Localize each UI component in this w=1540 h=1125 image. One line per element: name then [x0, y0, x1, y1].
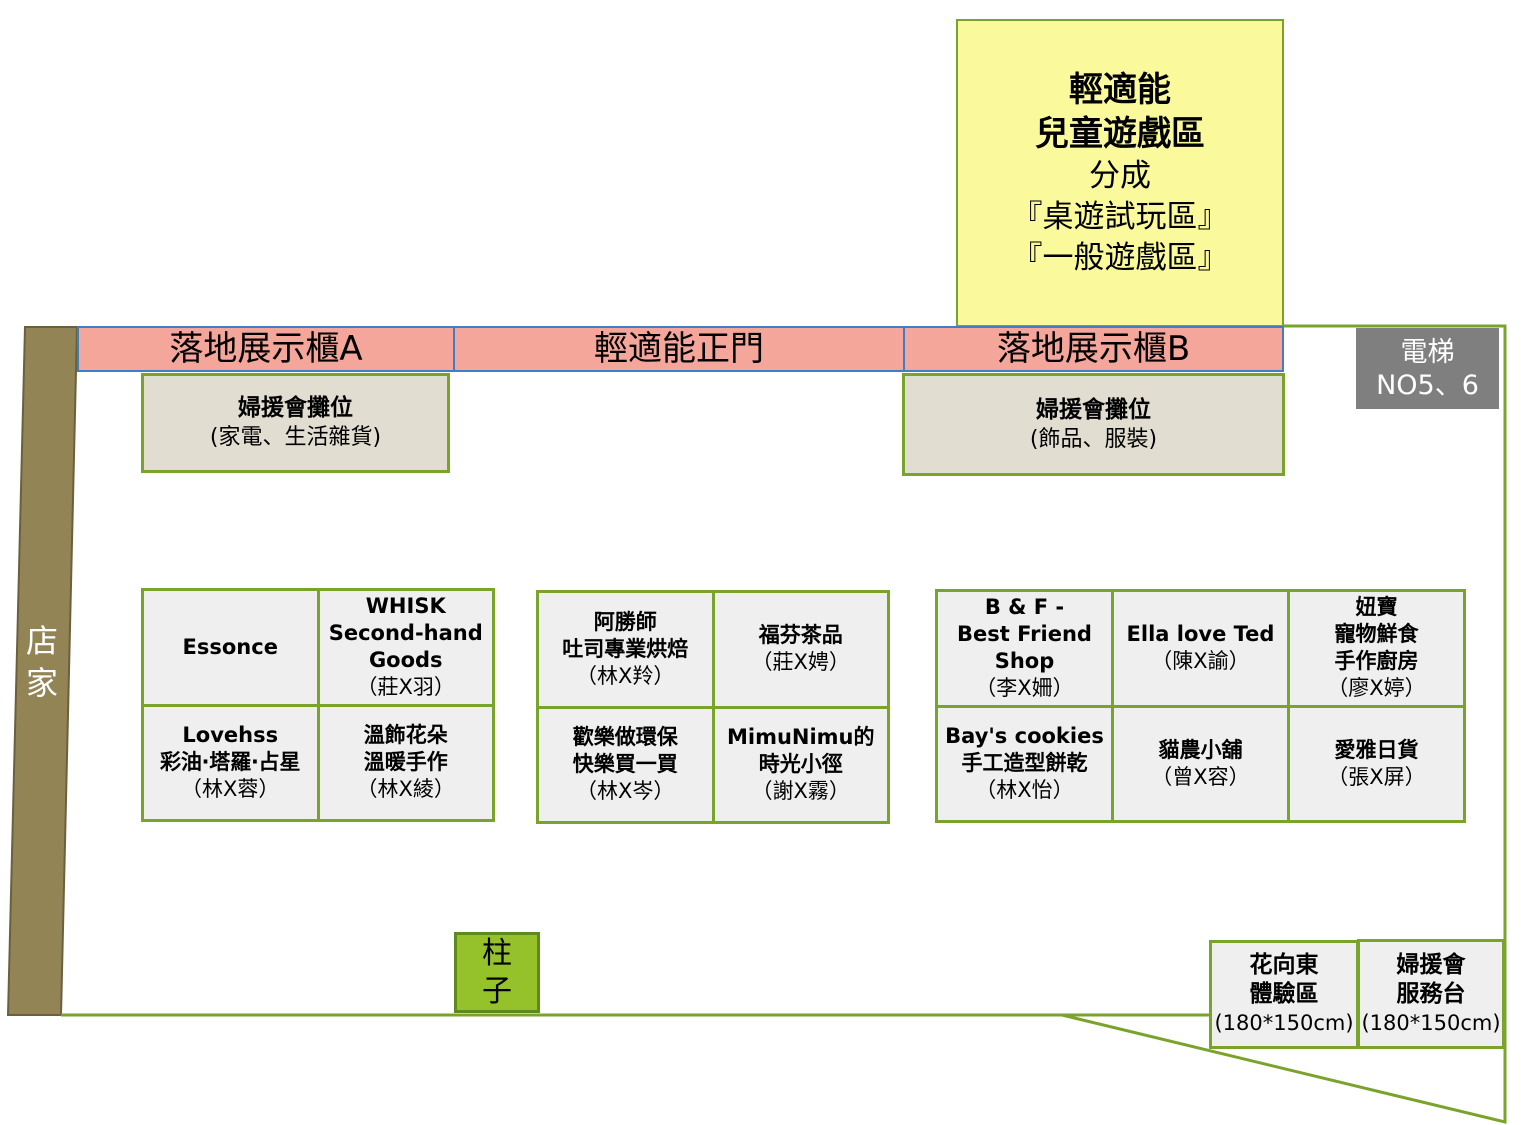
vendor-owner: （莊X娉） — [751, 650, 850, 675]
vendor-grid-middle: 阿勝師吐司專業烘焙（林X羚）福芬茶品（莊X娉）歡樂做環保快樂買一買（林X岑）Mi… — [536, 590, 890, 824]
display-cabinet-a-label: 落地展示櫃A — [169, 329, 363, 369]
vendor-booth: MimuNimu的時光小徑（謝X霧） — [714, 708, 887, 821]
store-label: 店 家 — [18, 620, 66, 704]
vendor-owner: （廖X婷） — [1327, 676, 1426, 701]
vendor-name: Bay's cookies — [945, 724, 1104, 749]
vendor-owner: （林X怡） — [975, 778, 1074, 803]
women-booth-appliances: 婦援會攤位 (家電、生活雜貨) — [141, 373, 450, 473]
booth-subtitle: (飾品、服裝) — [1029, 426, 1158, 452]
floor-boundary — [61, 324, 1507, 1124]
vendor-name: 彩油‧塔羅‧占星 — [159, 750, 301, 775]
vendor-name: Lovehss — [182, 723, 279, 748]
vendor-owner: （林X羚） — [576, 663, 675, 688]
vendor-name: 手作廚房 — [1334, 649, 1419, 674]
store-label-char2: 家 — [25, 664, 58, 702]
kids-zone-subtitle: 兒童遊戲區 — [1035, 113, 1205, 154]
vendor-booth: 阿勝師吐司專業烘焙（林X羚） — [539, 593, 712, 706]
vendor-booth: Essonce — [144, 591, 317, 704]
kids-zone-divided: 分成 — [1089, 157, 1151, 194]
vendor-booth: 妞寶寵物鮮食手作廚房（廖X婷） — [1290, 592, 1463, 705]
vendor-booth: 貓農小舖（曾X容） — [1114, 707, 1287, 820]
booth-title: 婦援會攤位 — [1036, 396, 1151, 423]
vendor-name: 時光小徑 — [758, 752, 843, 777]
store-label-char1: 店 — [25, 622, 58, 660]
vendor-owner: （謝X霧） — [751, 779, 850, 804]
vendor-name: MimuNimu的 — [726, 725, 875, 750]
vendor-name: 溫飾花朵 — [363, 723, 448, 748]
elevator-label: 電梯 — [1400, 336, 1455, 368]
main-entrance: 輕適能正門 — [453, 326, 905, 372]
women-booth-accessories: 婦援會攤位 (飾品、服裝) — [902, 373, 1285, 476]
vendor-name: 福芬茶品 — [758, 623, 843, 648]
vendor-owner: （林X岑） — [576, 779, 675, 804]
vendor-owner: （曾X容） — [1151, 764, 1250, 789]
flower-area-size: (180*150cm) — [1214, 1011, 1354, 1035]
vendor-owner: （張X屏） — [1327, 764, 1426, 789]
vendor-name: 快樂買一買 — [572, 752, 678, 777]
vendor-owner: （莊X羽） — [356, 675, 455, 700]
vendor-name: 阿勝師 — [593, 609, 657, 634]
pillar: 柱 子 — [454, 932, 540, 1013]
booth-subtitle: (家電、生活雜貨) — [209, 425, 382, 450]
elevator-number: NO5、6 — [1376, 369, 1479, 401]
pillar-label-char2: 子 — [482, 973, 512, 1009]
vendor-name: Best Friend — [957, 622, 1092, 647]
vendor-owner: （林X綾） — [356, 777, 455, 802]
display-cabinet-a: 落地展示櫃A — [77, 326, 455, 372]
vendor-name: 寵物鮮食 — [1334, 622, 1419, 647]
service-desk-label: 服務台 — [1396, 980, 1466, 1007]
vendor-booth: 福芬茶品（莊X娉） — [714, 593, 887, 706]
elevator: 電梯 NO5、6 — [1356, 328, 1499, 409]
vendor-owner: （李X姍） — [975, 676, 1074, 701]
vendor-name: Shop — [994, 649, 1055, 674]
vendor-name: 貓農小舖 — [1158, 737, 1243, 762]
kids-zone-title: 輕適能 — [1069, 69, 1171, 110]
vendor-name: B & F - — [984, 595, 1065, 620]
main-entrance-label: 輕適能正門 — [594, 329, 764, 369]
vendor-name: 溫暖手作 — [363, 750, 448, 775]
vendor-name: WHISK — [365, 594, 446, 619]
pillar-label-char1: 柱 — [482, 935, 512, 971]
vendor-booth: Ella love Ted（陳X諭） — [1114, 592, 1287, 705]
vendor-name: Goods — [368, 648, 443, 673]
kids-play-zone: 輕適能 兒童遊戲區 分成 『桌遊試玩區』 『一般遊戲區』 — [956, 19, 1284, 327]
service-desk-size: (180*150cm) — [1361, 1010, 1501, 1035]
vendor-owner: （陳X諭） — [1151, 649, 1250, 674]
flower-area-name: 花向東 — [1249, 952, 1319, 978]
service-desk: 婦援會 服務台 (180*150cm) — [1357, 939, 1505, 1049]
vendor-name: 吐司專業烘焙 — [562, 636, 689, 661]
flower-experience-area: 花向東 體驗區 (180*150cm) — [1209, 940, 1359, 1049]
display-cabinet-b-label: 落地展示櫃B — [996, 329, 1191, 369]
flower-area-type: 體驗區 — [1249, 981, 1319, 1007]
vendor-name: 手工造型餅乾 — [961, 751, 1088, 776]
display-cabinet-b: 落地展示櫃B — [903, 326, 1284, 372]
vendor-owner: （林X蓉） — [181, 777, 280, 802]
vendor-name: Essonce — [182, 634, 278, 659]
vendor-name: Ella love Ted — [1126, 622, 1275, 647]
vendor-name: 妞寶 — [1355, 595, 1398, 620]
vendor-name: 愛雅日貨 — [1334, 737, 1419, 762]
vendor-booth: 歡樂做環保快樂買一買（林X岑） — [539, 708, 712, 821]
vendor-name: 歡樂做環保 — [572, 725, 678, 750]
vendor-booth: 溫飾花朵溫暖手作（林X綾） — [319, 706, 492, 819]
vendor-booth: 愛雅日貨（張X屏） — [1290, 707, 1463, 820]
kids-zone-general: 『一般遊戲區』 — [1011, 239, 1229, 276]
vendor-name: Second-hand — [328, 621, 483, 646]
kids-zone-boardgame: 『桌遊試玩區』 — [1011, 198, 1229, 235]
booth-title: 婦援會攤位 — [238, 395, 353, 421]
service-desk-org: 婦援會 — [1396, 951, 1466, 978]
